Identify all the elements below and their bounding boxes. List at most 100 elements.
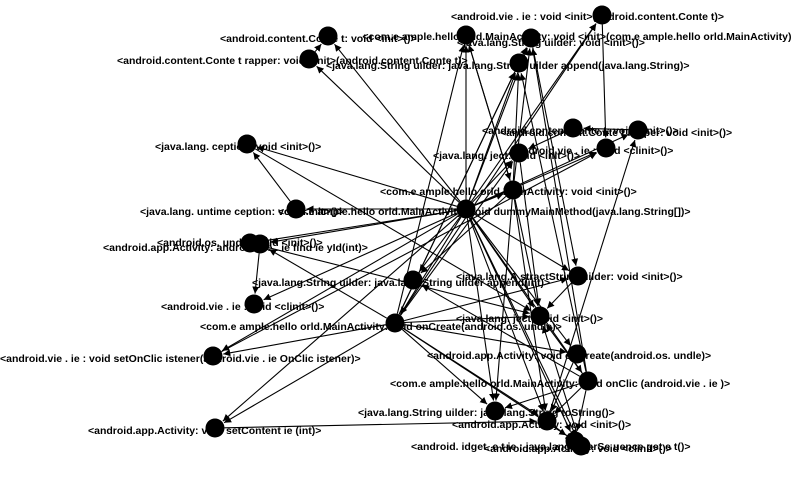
edge-n5-n3 — [314, 43, 322, 53]
edge-n21-n17 — [404, 276, 568, 322]
graph-node-n6[interactable] — [509, 53, 529, 73]
edge-n4-n17 — [532, 47, 579, 266]
node-label-n21: <com.e ample.hello orld.MainActivity: vo… — [200, 321, 562, 333]
graph-node-n16[interactable] — [250, 234, 270, 254]
edge-n12-n18 — [420, 195, 507, 274]
edge-n2-n12 — [468, 43, 512, 181]
edge-n21-n11 — [400, 161, 514, 316]
edge-n14-n22 — [221, 213, 459, 352]
node-label-n27: <android.app.Activity: void setContent i… — [88, 425, 321, 437]
edge-n15-n20 — [259, 244, 530, 316]
labels-layer: <android.vie . ie : void <init>(android.… — [0, 11, 791, 455]
edge-n17-n20 — [546, 282, 572, 309]
node-label-n4: <java.lang.String uilder: void <init>()> — [457, 37, 645, 49]
node-label-n16: <android.app.Activity: android.vie . ie … — [103, 242, 368, 254]
edge-n12-n6 — [512, 73, 522, 181]
edge-n1-n10 — [601, 24, 609, 138]
graph-node-n9[interactable] — [237, 134, 257, 154]
graph-node-n24[interactable] — [578, 371, 598, 391]
edge-n9-n20 — [254, 148, 532, 312]
edge-n14-n6 — [468, 72, 517, 201]
graph-node-n18[interactable] — [403, 270, 423, 290]
node-label-n11: <java.lang. ject: void <init>()> — [433, 150, 580, 162]
node-label-n2: <com.e ample.hello orld.MainActivity: vo… — [362, 31, 791, 43]
edge-n21-n2 — [396, 45, 466, 314]
graph-node-n8[interactable] — [628, 120, 648, 140]
edge-n21-n27 — [223, 327, 388, 424]
graph-node-n2[interactable] — [456, 25, 476, 45]
graph-node-n21[interactable] — [385, 313, 405, 333]
edge-n21-n16 — [268, 248, 388, 319]
graph-node-n29[interactable] — [571, 436, 591, 456]
graph-node-n12[interactable] — [503, 180, 523, 200]
edge-n14-n3 — [334, 43, 461, 202]
node-label-n22: <android.vie . ie : void setOnClic isten… — [0, 353, 361, 365]
edge-n21-n22 — [223, 324, 386, 357]
edge-n24-n6 — [519, 73, 587, 372]
nodes-layer — [203, 5, 648, 456]
edge-n21-n4 — [398, 47, 527, 315]
node-label-n1: <android.vie . ie : void <init>(android.… — [451, 11, 724, 23]
edge-n14-n26 — [468, 217, 545, 412]
node-label-n19: <android.vie . ie : void <clinit>()> — [161, 301, 324, 313]
graph-node-n4[interactable] — [521, 28, 541, 48]
edge-n14-n16 — [270, 210, 457, 245]
edge-n14-n17 — [473, 213, 570, 272]
graph-node-n5[interactable] — [299, 49, 319, 69]
node-label-n15: <android.os. undle: void <init>()> — [157, 237, 323, 249]
edge-n21-n23 — [404, 324, 567, 355]
edge-n12-n25 — [492, 199, 513, 401]
graph-node-n11[interactable] — [509, 143, 529, 163]
edge-n24-n26 — [554, 387, 582, 415]
edge-n21-n20 — [404, 313, 530, 324]
graph-node-n7[interactable] — [563, 118, 583, 138]
node-label-n28: <android. idget. e t ie : java.lang.Char… — [411, 441, 691, 453]
graph-node-n3[interactable] — [318, 26, 338, 46]
graph-node-n19[interactable] — [244, 294, 264, 314]
edge-n29-n20 — [541, 325, 579, 438]
node-label-n8: <android.content.Conte t rapper: void <i… — [500, 127, 732, 139]
edge-n14-n21 — [400, 216, 462, 315]
graph-node-n26[interactable] — [537, 411, 557, 431]
edge-n21-n1 — [399, 23, 597, 316]
edge-n14-n29 — [469, 217, 577, 437]
node-label-n3: <android.content.Conte t: void <init>()> — [220, 33, 417, 45]
graph-node-n13[interactable] — [286, 199, 306, 219]
graph-node-n25[interactable] — [485, 401, 505, 421]
node-label-n23: <android.app.Activity: void onCreate(and… — [427, 350, 711, 362]
node-label-n9: <java.lang. ception: void <init>()> — [155, 141, 321, 153]
edge-n12-n20 — [514, 199, 540, 306]
node-label-n18: <java.lang.String uilder: java.lang.Stri… — [252, 277, 550, 289]
edge-n24-n4 — [530, 48, 587, 372]
edge-n26-n8 — [549, 139, 637, 413]
edge-n14-n25 — [466, 218, 496, 401]
graph-node-n22[interactable] — [203, 346, 223, 366]
edge-n16-n19 — [252, 253, 260, 294]
edge-n14-n28 — [469, 217, 571, 432]
graph-node-n27[interactable] — [205, 418, 225, 438]
graph-node-n20[interactable] — [530, 306, 550, 326]
node-label-n7: <android.content.Conte t: void <init>()> — [482, 125, 679, 137]
graph-node-n10[interactable] — [596, 138, 616, 158]
graph-node-n14[interactable] — [456, 199, 476, 219]
edge-n24-n28 — [575, 390, 587, 431]
edge-n24-n20 — [545, 324, 583, 374]
edge-n21-n25 — [401, 328, 488, 405]
node-label-n20: <java.lang. ject: void <init>()> — [456, 313, 603, 325]
graph-node-n23[interactable] — [567, 344, 587, 364]
edge-n14-n11 — [472, 160, 513, 203]
edge-n14-n27 — [222, 214, 460, 422]
edge-n8-n7 — [583, 125, 629, 133]
graph-node-n1[interactable] — [592, 5, 612, 25]
node-label-n13: <java.lang. untime ception: void <init>(… — [140, 206, 344, 218]
graph-node-n17[interactable] — [568, 266, 588, 286]
node-label-n25: <java.lang.String uilder: java.lang.Stri… — [358, 407, 615, 419]
edge-n11-n20 — [519, 162, 542, 306]
edge-n14-n20 — [470, 216, 535, 308]
node-label-n12: <com.e ample.hello orld.MainActivity: vo… — [380, 186, 637, 198]
edge-n14-n10 — [474, 151, 597, 206]
node-label-n5: <android.content.Conte t rapper: void <i… — [117, 55, 468, 67]
edge-n14-n19 — [263, 212, 458, 301]
node-label-n24: <com.e ample.hello orld.MainActivity: vo… — [390, 378, 730, 390]
